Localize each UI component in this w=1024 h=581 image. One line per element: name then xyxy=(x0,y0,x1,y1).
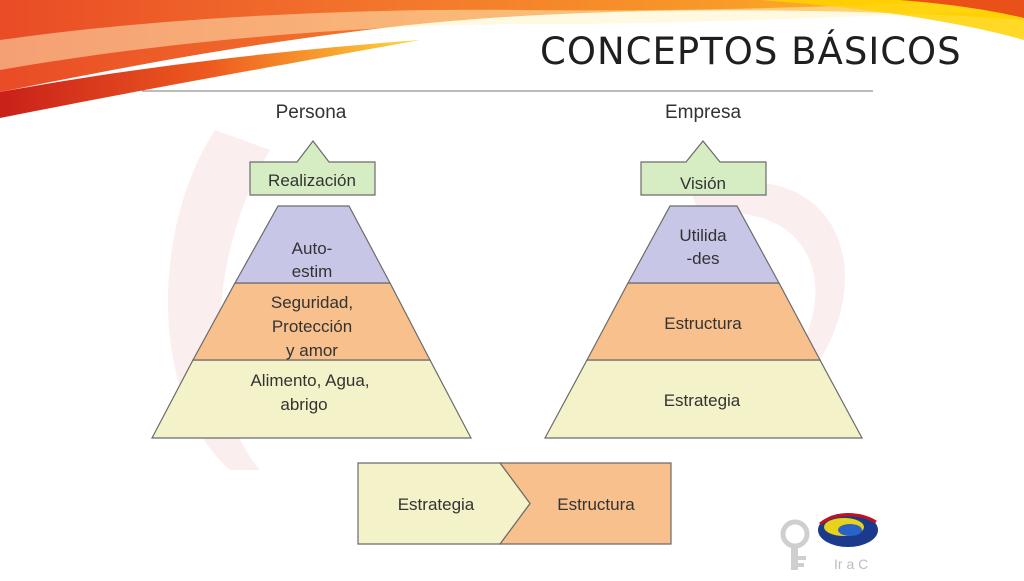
sequence-step-estrategia xyxy=(357,462,531,545)
globe-logo-icon xyxy=(818,513,878,547)
slide-title: CONCEPTOS BÁSICOS xyxy=(540,30,962,73)
decorative-banner xyxy=(0,0,1024,118)
pyramid-persona-level-3-line-2: abrigo xyxy=(280,395,327,414)
pyramid-persona-level-1-line-1: Auto- xyxy=(292,239,333,258)
pyramid-empresa-apex-label: Visión xyxy=(680,174,726,193)
pyramid-empresa xyxy=(543,140,864,439)
pyramid-persona-heading: Persona xyxy=(276,102,347,123)
nav-logo-text: Ir a C xyxy=(834,556,868,572)
key-icon xyxy=(780,519,810,570)
pyramid-persona-level-1-line-2: estim xyxy=(292,262,333,281)
nav-logo[interactable]: Ir a C xyxy=(780,513,878,572)
sequence-second-label: Estructura xyxy=(557,495,635,514)
pyramid-apex-arrow xyxy=(249,140,376,196)
pyramid-empresa-level-1-line-1: Utilida xyxy=(679,226,727,245)
pyramid-empresa-heading: Empresa xyxy=(665,102,741,123)
pyramid-persona-level-2-line-3: y amor xyxy=(286,341,338,360)
pyramid-persona-apex-label: Realización xyxy=(268,171,356,190)
pyramid-persona-level-2-line-2: Protección xyxy=(272,317,352,336)
pyramid-level-upper xyxy=(233,205,391,284)
pyramid-persona-level-2-line-1: Seguridad, xyxy=(271,293,353,312)
sequence-first-label: Estrategia xyxy=(398,495,475,514)
sequence-diagram xyxy=(357,462,672,545)
pyramid-empresa-level-2-line-1: Estructura xyxy=(664,314,742,333)
pyramid-empresa-level-1-line-2: -des xyxy=(686,249,719,268)
pyramid-persona-level-3-line-1: Alimento, Agua, xyxy=(250,371,369,390)
pyramid-apex-arrow xyxy=(640,140,767,196)
pyramid-empresa-level-3-line-1: Estrategia xyxy=(664,391,741,410)
pyramid-level-upper xyxy=(626,205,781,284)
pyramid-persona xyxy=(151,140,472,439)
